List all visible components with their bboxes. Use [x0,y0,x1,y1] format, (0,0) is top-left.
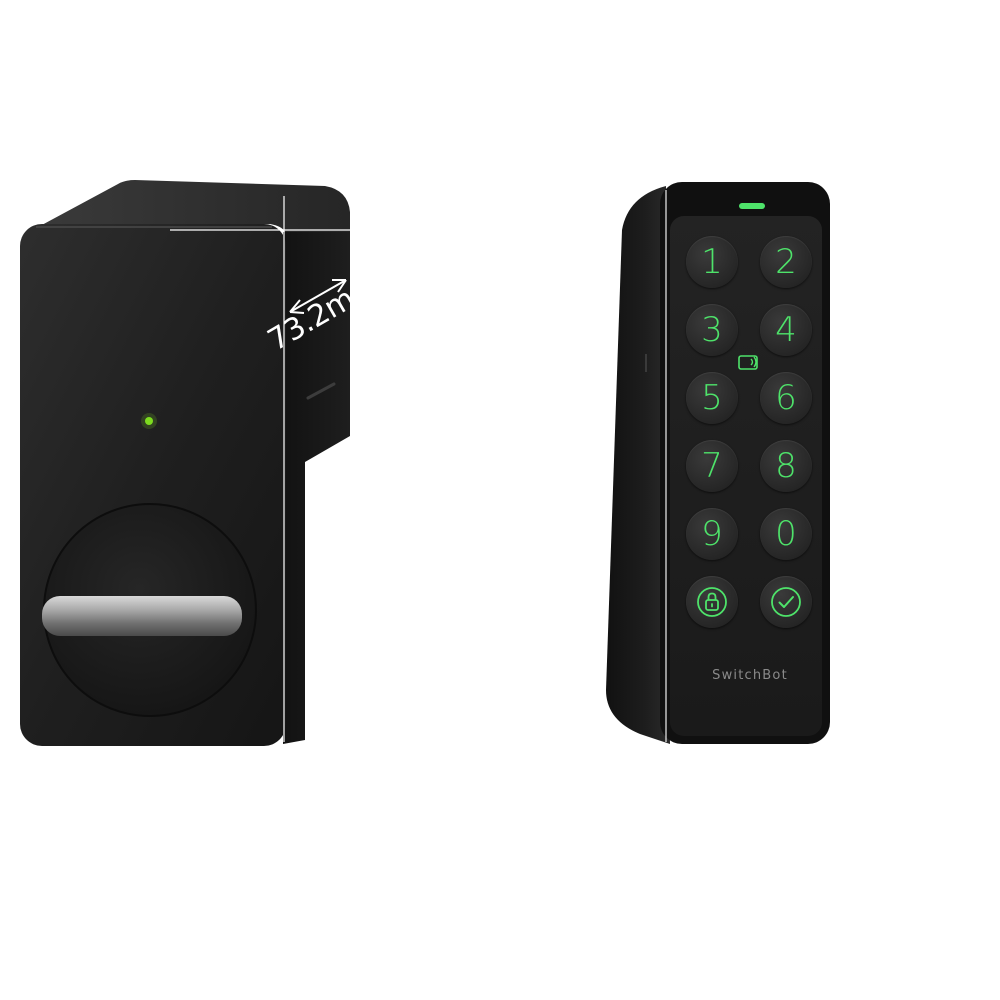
lock-thumb-turn [42,596,242,636]
key-3[interactable]: 3 [686,304,738,356]
keypad-status-light [739,203,765,209]
key-8[interactable]: 8 [760,440,812,492]
key-1-label: 1 [701,242,723,282]
lock-key[interactable] [686,576,738,628]
key-7[interactable]: 7 [686,440,738,492]
key-0[interactable]: 0 [760,508,812,560]
key-4-label: 4 [775,310,797,350]
status-led [145,417,153,425]
key-8-label: 8 [775,446,797,486]
keypad-brand-label: SwitchBot [712,668,788,683]
key-2-label: 2 [775,242,797,282]
key-6-label: 6 [775,378,797,418]
dimension-arrow [289,279,347,313]
key-6[interactable]: 6 [760,372,812,424]
keypad-side [606,186,670,744]
confirm-key[interactable] [760,576,812,628]
key-9-label: 9 [701,514,723,554]
lock-icon [697,587,727,617]
key-0-label: 0 [775,514,797,554]
key-1[interactable]: 1 [686,236,738,288]
nfc-card-icon [738,355,758,370]
lock-side-face [283,232,350,744]
key-5-label: 5 [701,378,723,418]
lock-top-face [40,180,350,232]
check-circle-icon [771,587,801,617]
key-3-label: 3 [701,310,723,350]
key-2[interactable]: 2 [760,236,812,288]
key-7-label: 7 [701,446,723,486]
key-9[interactable]: 9 [686,508,738,560]
key-4[interactable]: 4 [760,304,812,356]
key-5[interactable]: 5 [686,372,738,424]
